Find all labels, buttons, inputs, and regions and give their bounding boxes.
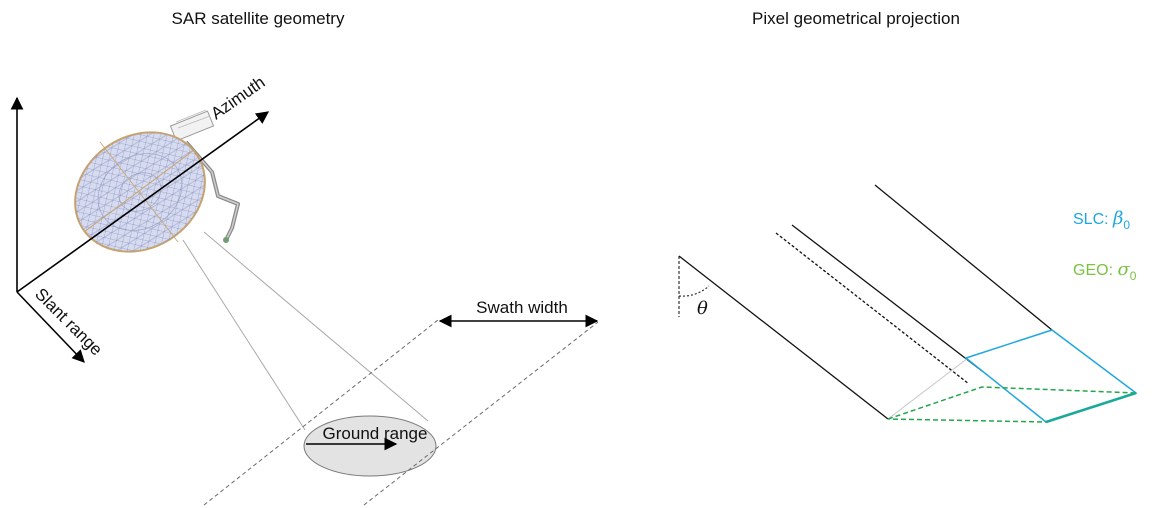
antenna-reflector	[74, 131, 206, 253]
deployment-boom	[184, 140, 240, 243]
shared-edge	[1045, 391, 1137, 424]
hidden-edge	[887, 357, 969, 420]
sigma-symbol: σ	[1117, 259, 1130, 280]
satellite-icon	[74, 109, 240, 253]
beta-symbol: β	[1112, 208, 1123, 229]
theta-symbol: θ	[697, 298, 708, 319]
solar-panel	[169, 109, 215, 142]
swath-edge-left	[203, 319, 439, 506]
beam-edge-right	[203, 231, 429, 422]
ray-4	[874, 184, 1053, 331]
beta-subscript: 0	[1123, 218, 1130, 232]
ray-2	[775, 232, 970, 385]
slant-range-label: Slant range	[31, 284, 106, 359]
swath-edge-right	[363, 321, 599, 506]
ground-range-label: Ground range	[323, 424, 428, 443]
ray-3	[791, 224, 983, 372]
right-panel-title: Pixel geometrical projection	[752, 9, 960, 28]
beam-edge-left	[182, 239, 306, 431]
geo-label: GEO: σ0	[1073, 259, 1137, 283]
left-panel: SAR satellite geometry	[10, 9, 599, 506]
geo-label-text: GEO:	[1073, 262, 1117, 279]
geo-pixel-area	[887, 386, 1137, 423]
slant-range-arrow	[16, 291, 85, 363]
slc-label: SLC: β0	[1073, 208, 1130, 232]
ground-footprint	[303, 415, 437, 477]
azimuth-arrow	[16, 111, 270, 293]
right-panel: Pixel geometrical projection θ SLC: β0 G…	[678, 9, 1138, 424]
swath-width-label: Swath width	[476, 298, 568, 317]
sigma-subscript: 0	[1130, 269, 1137, 283]
azimuth-label: Azimuth	[207, 72, 268, 123]
ray-1	[678, 255, 889, 420]
slc-pixel-area	[964, 329, 1138, 423]
left-panel-title: SAR satellite geometry	[172, 9, 345, 28]
incidence-angle-arc	[678, 285, 710, 297]
slc-label-text: SLC:	[1073, 211, 1113, 228]
